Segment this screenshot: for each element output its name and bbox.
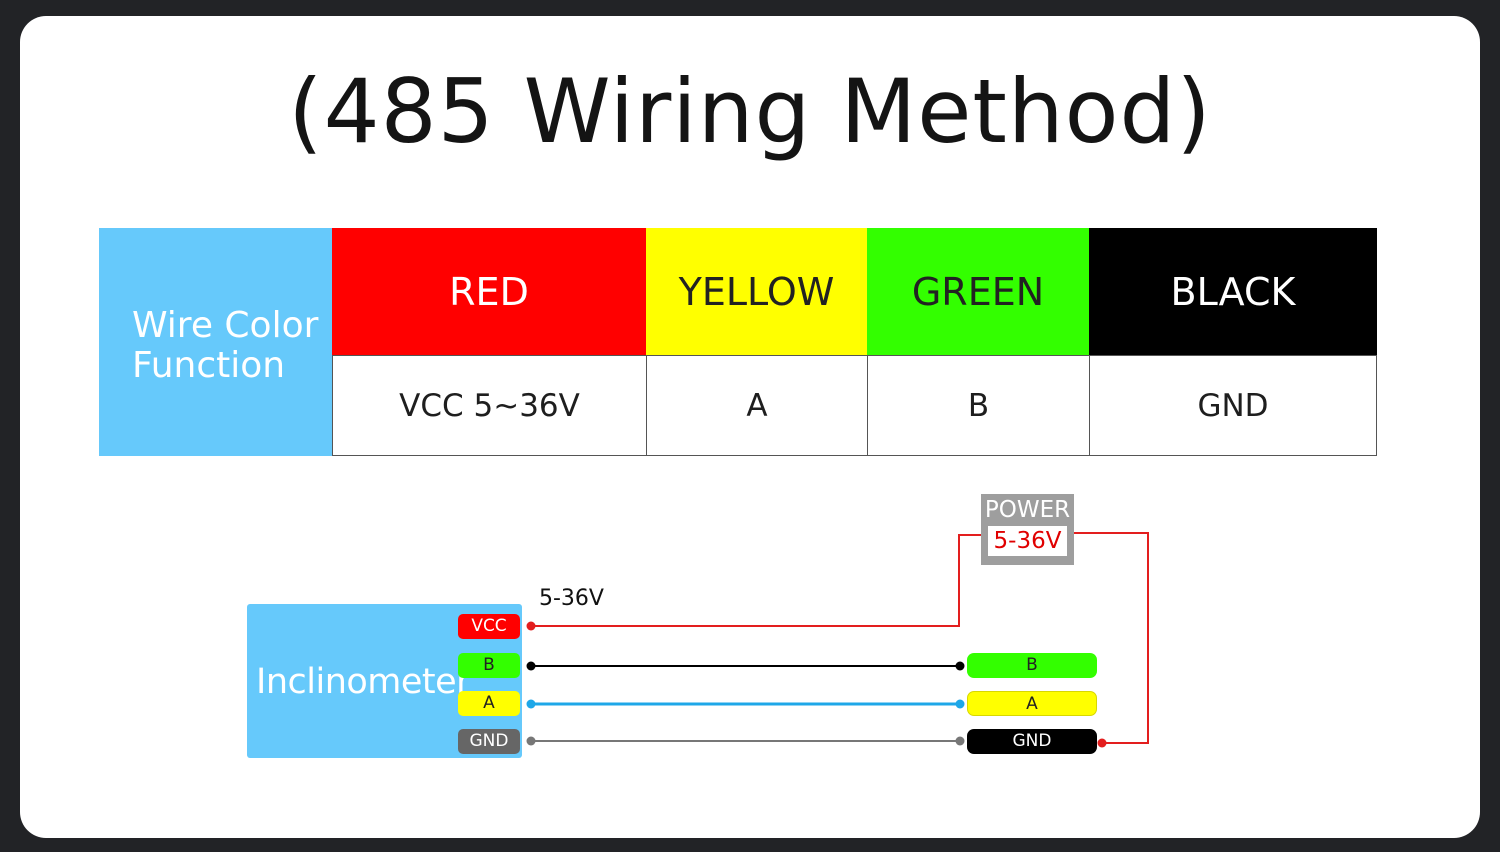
power-voltage: 5-36V	[988, 526, 1067, 556]
device-pin-vcc: VCC	[458, 614, 520, 639]
function-vcc: VCC 5~36V	[332, 355, 647, 456]
wire-color-green: GREEN	[867, 228, 1089, 356]
wire-power-return	[1074, 532, 1149, 744]
target-pin-gnd: GND	[967, 729, 1097, 754]
power-label: POWER	[984, 497, 1071, 523]
terminal-dot-gnd	[526, 736, 536, 746]
power-return-dot	[1097, 738, 1107, 748]
terminal-dot-b	[526, 661, 536, 671]
supply-voltage-label: 5-36V	[539, 586, 604, 611]
terminal-dot-vcc	[526, 621, 536, 631]
function-gnd: GND	[1089, 355, 1377, 456]
header-function: Function	[132, 345, 286, 386]
wire-color-yellow: YELLOW	[646, 228, 867, 356]
header-wire-color: Wire Color	[132, 305, 319, 346]
target-dot-gnd	[955, 736, 965, 746]
table-row-header: Wire Color Function	[99, 228, 332, 456]
wire-color-red: RED	[332, 228, 646, 356]
wire-vcc	[531, 534, 983, 627]
terminal-dot-a	[526, 699, 536, 709]
function-b: B	[867, 355, 1090, 456]
device-pin-gnd: GND	[458, 729, 520, 754]
device-label: Inclinometer	[256, 662, 471, 702]
wire-color-black: BLACK	[1089, 228, 1377, 356]
target-pin-a: A	[967, 691, 1097, 716]
page-title: (485 Wiring Method)	[288, 60, 1212, 163]
device-pin-b: B	[458, 653, 520, 678]
target-pin-b: B	[967, 653, 1097, 678]
target-dot-a	[955, 699, 965, 709]
target-dot-b	[955, 661, 965, 671]
power-supply: POWER 5-36V	[981, 494, 1074, 565]
device-pin-a: A	[458, 691, 520, 716]
function-a: A	[646, 355, 868, 456]
